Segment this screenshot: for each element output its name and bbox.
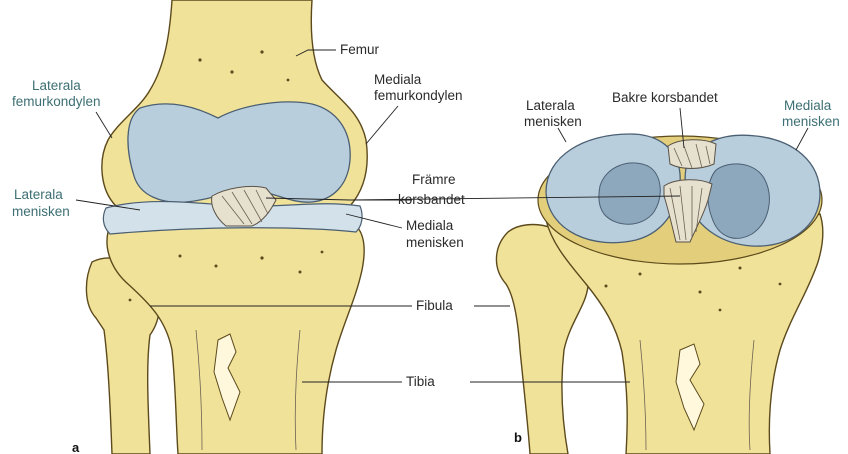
leader-laterala-femurkondylen [96, 112, 112, 138]
leader-mediala-menisken-b [796, 128, 808, 150]
label-femur: Femur [340, 42, 380, 57]
panel-a-illustration [86, 0, 367, 454]
label-mediala-menisken-a-line2: menisken [406, 235, 464, 250]
leader-laterala-menisken-b [558, 128, 566, 142]
label-mediala-menisken-a-line1: Mediala [406, 218, 454, 233]
label-laterala-menisken-b-line1: Laterala [526, 98, 575, 113]
medial-plateau-hollow-b [708, 164, 769, 238]
label-tibia: Tibia [406, 374, 435, 389]
label-mediala-femurkondylen-line2: femurkondylen [374, 88, 463, 103]
label-mediala-femurkondylen-line1: Mediala [374, 72, 422, 87]
label-laterala-femurkondylen-line1: Laterala [32, 78, 81, 93]
label-framre-korsbandet-line2: korsbandet [398, 192, 465, 207]
label-bakre-korsbandet: Bakre korsbandet [612, 90, 718, 105]
label-fibula: Fibula [416, 298, 453, 313]
posterior-cruciate-b [668, 140, 716, 169]
lateral-plateau-hollow-b [599, 163, 660, 224]
label-framre-korsbandet-line1: Främre [412, 172, 456, 187]
label-laterala-menisken-a-line2: menisken [12, 204, 70, 219]
panel-label-a: a [72, 440, 80, 454]
leader-mediala-femurkondylen [366, 106, 398, 144]
label-laterala-menisken-a-line1: Laterala [14, 187, 63, 202]
label-laterala-femurkondylen-line2: femurkondylen [12, 94, 101, 109]
label-laterala-menisken-b-line2: menisken [524, 114, 582, 129]
label-mediala-menisken-b-line1: Mediala [784, 98, 832, 113]
panel-label-b: b [514, 430, 522, 445]
label-mediala-menisken-b-line2: menisken [782, 114, 840, 129]
panel-b-illustration [496, 134, 822, 454]
